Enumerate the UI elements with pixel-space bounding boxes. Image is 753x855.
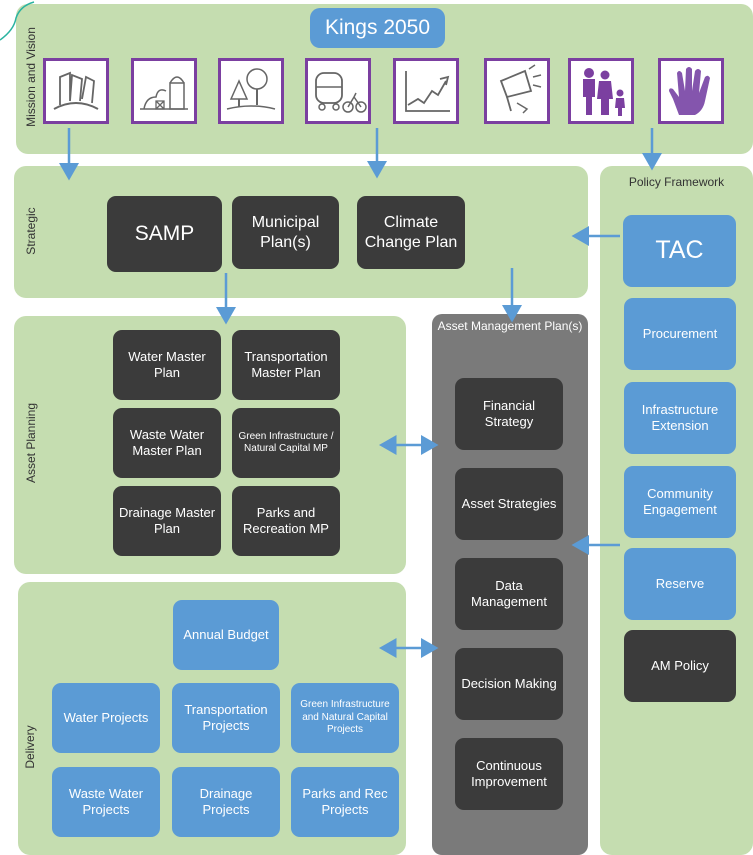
family-icon <box>568 58 634 124</box>
transportation-projects-box: Transportation Projects <box>172 683 280 753</box>
mission-vision-label: Mission and Vision <box>24 27 38 127</box>
asset-planning-label: Asset Planning <box>24 402 38 484</box>
am-policy-box: AM Policy <box>624 630 736 702</box>
asset-management-plans-label: Asset Management Plan(s) <box>437 319 583 333</box>
water-projects-box: Water Projects <box>52 683 160 753</box>
green-infrastructure-mp-box: Green Infrastructure / Natural Capital M… <box>232 408 340 478</box>
strategic-label: Strategic <box>24 207 38 255</box>
trees-icon <box>218 58 284 124</box>
decision-making-box: Decision Making <box>455 648 563 720</box>
water-master-plan-box: Water Master Plan <box>113 330 221 400</box>
waste-water-master-plan-box: Waste Water Master Plan <box>113 408 221 478</box>
megaphone-icon <box>484 58 550 124</box>
asset-strategies-box: Asset Strategies <box>455 468 563 540</box>
procurement-box: Procurement <box>624 298 736 370</box>
growth-chart-icon <box>393 58 459 124</box>
financial-strategy-box: Financial Strategy <box>455 378 563 450</box>
delivery-label: Delivery <box>23 725 37 769</box>
policy-framework-label: Policy Framework <box>628 175 725 189</box>
tac-box: TAC <box>623 215 736 287</box>
drainage-projects-box: Drainage Projects <box>172 767 280 837</box>
waste-water-projects-box: Waste Water Projects <box>52 767 160 837</box>
transportation-master-plan-box: Transportation Master Plan <box>232 330 340 400</box>
green-infrastructure-projects-box: Green Infrastructure and Natural Capital… <box>291 683 399 753</box>
transit-icon <box>305 58 371 124</box>
infrastructure-extension-box: Infrastructure Extension <box>624 382 736 454</box>
kings-2050-title: Kings 2050 <box>310 8 445 48</box>
parks-rec-projects-box: Parks and Rec Projects <box>291 767 399 837</box>
drainage-master-plan-box: Drainage Master Plan <box>113 486 221 556</box>
samp-box: SAMP <box>107 196 222 272</box>
municipal-plans-box: Municipal Plan(s) <box>232 196 339 269</box>
climate-change-plan-box: Climate Change Plan <box>357 196 465 269</box>
reserve-box: Reserve <box>624 548 736 620</box>
annual-budget-box: Annual Budget <box>173 600 279 670</box>
parks-recreation-mp-box: Parks and Recreation MP <box>232 486 340 556</box>
hand-icon <box>658 58 724 124</box>
barn-icon <box>131 58 197 124</box>
data-management-box: Data Management <box>455 558 563 630</box>
community-engagement-box: Community Engagement <box>624 466 736 538</box>
continuous-improvement-box: Continuous Improvement <box>455 738 563 810</box>
buildings-icon <box>43 58 109 124</box>
